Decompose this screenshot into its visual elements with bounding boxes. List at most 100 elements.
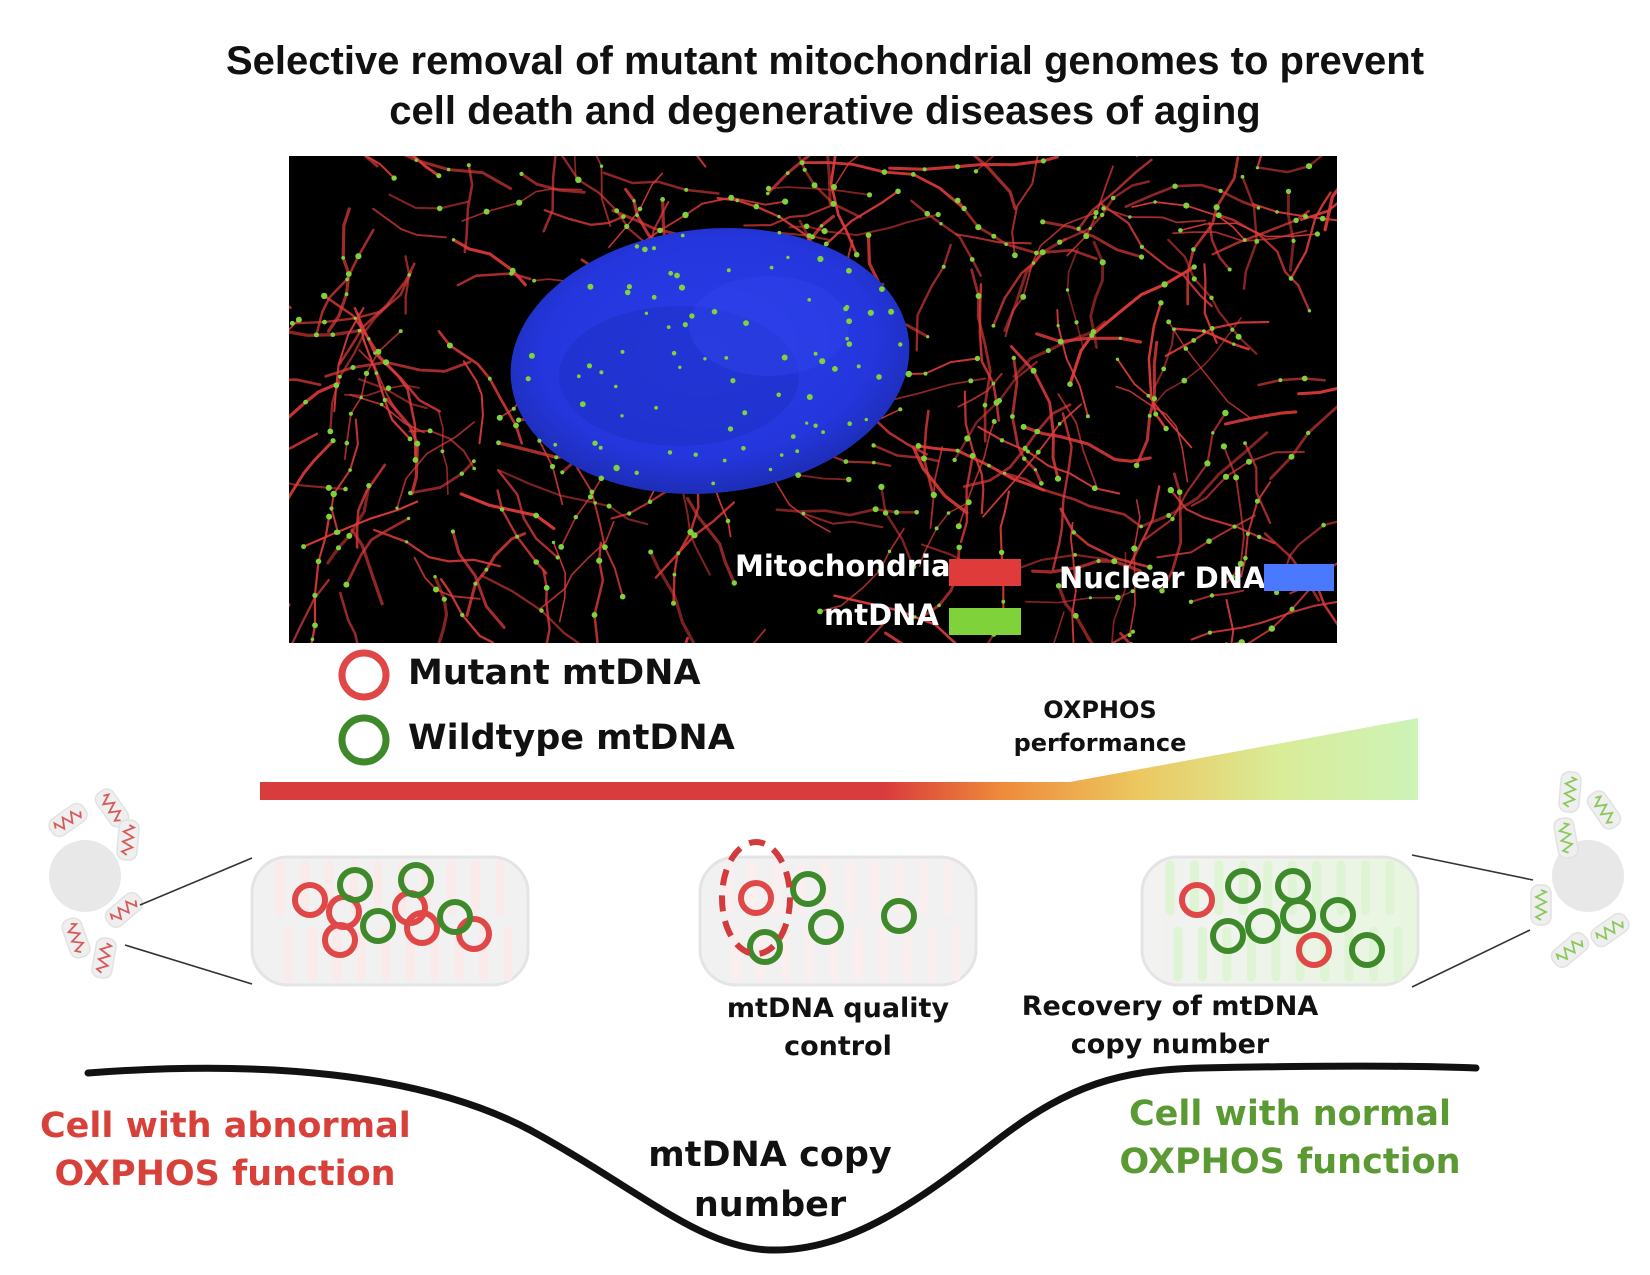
mtdna-nucleoid	[436, 205, 443, 212]
mtdna-nucleoid	[1067, 381, 1073, 387]
mtdna-nucleoid	[295, 316, 302, 323]
mtdna-nucleoid	[674, 272, 680, 279]
mitochondrion-filament	[538, 520, 615, 611]
mitochondrion-filament	[1077, 158, 1153, 230]
mtdna-nucleoid	[1285, 188, 1292, 194]
mtdna-nucleoid	[846, 476, 852, 483]
mtdna-nucleoid	[666, 325, 671, 329]
right-cell-nucleus	[1552, 840, 1624, 912]
mtdna-nucleoid	[865, 232, 872, 238]
wildtype-mtdna-circle	[1349, 932, 1385, 968]
oxphos-label-line-1: OXPHOS	[1043, 696, 1157, 724]
mtdna-nucleoid	[487, 376, 492, 381]
legend-nuclear-dna-swatch	[1264, 564, 1334, 591]
mini-mitochondrion-icon	[61, 917, 91, 959]
mtdna-nucleoid	[1257, 534, 1262, 540]
mtdna-nucleoid	[1073, 553, 1077, 557]
mtdna-nucleoid	[549, 463, 556, 470]
mtdna-nucleoid	[952, 457, 957, 463]
mtdna-nucleoid	[790, 434, 796, 439]
mitochondrion-filament	[462, 360, 484, 445]
mitochondrion-filament	[345, 517, 410, 586]
zoom-line	[139, 857, 253, 906]
mtdna-nucleoid	[1288, 453, 1295, 460]
mtdna-nucleoid	[330, 490, 337, 498]
mitochondrion-filament	[1190, 450, 1305, 507]
mtdna-nucleoid	[367, 337, 371, 341]
mtdna-nucleoid	[634, 244, 640, 249]
mtdna-nucleoid	[441, 596, 447, 602]
mitochondrion-filament	[388, 193, 470, 210]
mitochondrion-filament	[1131, 201, 1246, 241]
mtdna-nucleoid	[635, 213, 639, 217]
mitochondrion-filament	[289, 432, 319, 451]
right-cell-group	[1411, 771, 1630, 988]
mitochondrion-filament	[289, 439, 335, 501]
left-cell-nucleus	[49, 840, 121, 912]
mtdna-nucleoid	[621, 214, 626, 219]
mtdna-nucleoid	[446, 167, 451, 172]
mtdna-nucleoid	[446, 342, 453, 349]
mitochondrion-filament	[315, 228, 375, 337]
mtdna-nucleoid	[1085, 414, 1090, 419]
mtdna-nucleoid	[651, 246, 657, 251]
mitochondrion-filament	[451, 238, 527, 287]
mtdna-nucleoid	[335, 545, 342, 551]
mtdna-nucleoid	[844, 304, 850, 310]
mtdna-nucleoid	[1232, 342, 1236, 346]
mtdna-nucleoid	[1178, 228, 1183, 233]
wildtype-mtdna-icon	[338, 714, 390, 766]
mitochondrion-filament	[459, 492, 556, 531]
normal-line-1: Cell with normal	[1128, 1094, 1452, 1134]
mtdna-nucleoid	[1172, 327, 1176, 332]
mtdna-nucleoid	[1240, 174, 1245, 179]
wildtype-mtdna-circle	[337, 867, 373, 903]
mtdna-nucleoid	[742, 410, 748, 416]
mtdna-nucleoid	[519, 171, 524, 176]
mitochondrion-filament	[910, 199, 982, 277]
mtdna-nucleoid	[968, 378, 974, 384]
mtdna-nucleoid	[1188, 599, 1194, 604]
quality-control-selection	[719, 839, 793, 957]
mutant-mtdna-icon	[338, 649, 390, 701]
mitochondrion-filament	[1186, 156, 1240, 306]
mitochondrion-filament	[451, 530, 506, 629]
mtdna-nucleoid	[315, 558, 322, 565]
mtdna-nucleoid	[973, 169, 979, 174]
mtdna-nucleoid	[872, 460, 876, 465]
mtdna-nucleoid	[1133, 462, 1140, 469]
mtdna-nucleoid	[777, 214, 781, 219]
mtdna-nucleoid	[680, 233, 685, 238]
mtdna-nucleoid	[671, 600, 676, 606]
mtdna-nucleoids	[289, 158, 1330, 643]
mtdna-nucleoid	[484, 567, 489, 572]
mtdna-nucleoid	[1056, 324, 1060, 328]
mini-mitochondrion-icon	[104, 892, 144, 928]
mtdna-nucleoid	[1139, 244, 1144, 249]
copy-number-label: mtDNA copy number	[620, 1130, 920, 1230]
mitochondrion-filament	[1143, 411, 1227, 541]
mitochondrion-filament	[330, 418, 359, 534]
mtdna-nucleoid	[802, 167, 807, 172]
wildtype-mtdna-circle	[360, 908, 396, 944]
mtdna-nucleoid	[1191, 276, 1197, 282]
mitochondrion-filament	[322, 294, 441, 413]
mtdna-nucleoid	[345, 277, 349, 282]
mitochondrion-filament	[915, 243, 952, 352]
mtdna-nucleoid	[433, 586, 439, 593]
mitochondrion-filament	[1009, 345, 1060, 481]
mtdna-nucleoid	[1254, 498, 1260, 504]
mitochondrion-filament	[1119, 631, 1132, 643]
mitochondrion-filament	[649, 550, 696, 643]
mtdna-nucleoid	[1111, 558, 1118, 565]
mitochondrion-right	[1140, 855, 1420, 987]
quality-control-label: mtDNA quality control	[700, 990, 976, 1066]
mtdna-nucleoid	[543, 584, 550, 591]
mtdna-nucleoid	[830, 200, 837, 207]
mtdna-nucleoid	[1170, 516, 1175, 522]
mtdna-nucleoid	[1293, 217, 1299, 223]
mtdna-nucleoid	[882, 510, 889, 516]
mtdna-nucleoid	[407, 436, 413, 442]
mitochondrion-filament	[289, 381, 341, 420]
mtdna-nucleoid	[634, 470, 639, 475]
